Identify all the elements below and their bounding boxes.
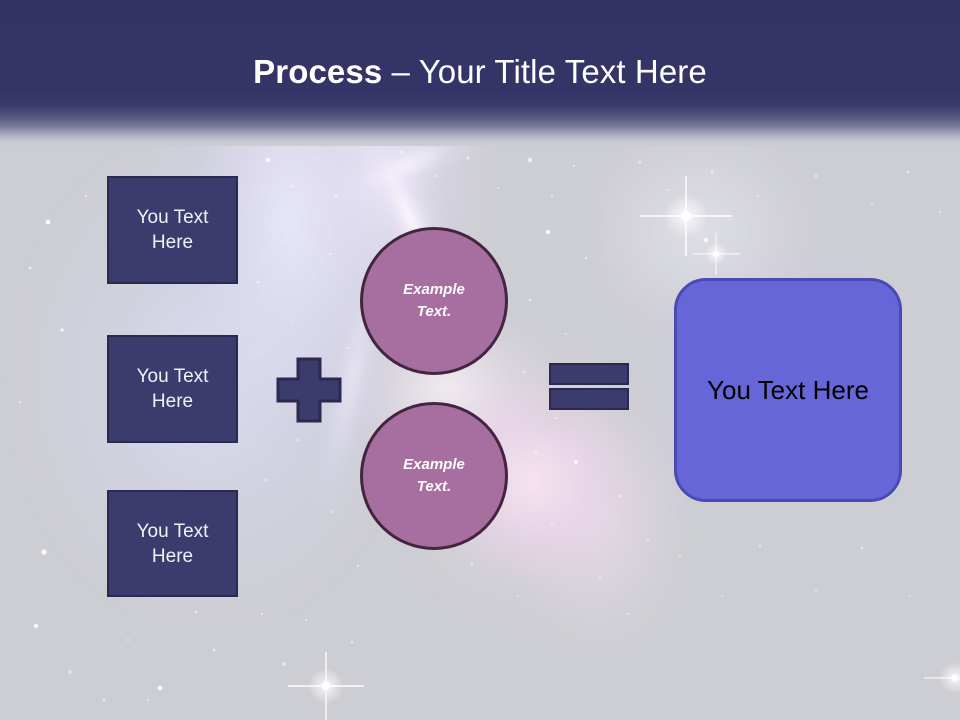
- plus-icon: [276, 357, 342, 423]
- equals-bar-bottom: [549, 388, 629, 410]
- result-box-label: You Text Here: [707, 375, 869, 405]
- equals-icon: [549, 363, 629, 410]
- input-box-3-label: You Text Here: [136, 520, 209, 567]
- page-title-bold: Process: [253, 53, 383, 90]
- input-box-1[interactable]: You Text Here: [107, 176, 238, 284]
- input-box-2[interactable]: You Text Here: [107, 335, 238, 443]
- input-box-2-label: You Text Here: [136, 366, 209, 412]
- factor-circle-1-line2: Text.: [416, 303, 452, 320]
- input-box-1-label: You Text Here: [136, 207, 209, 253]
- factor-circle-2-line2: Text.: [416, 478, 452, 495]
- page-title: Process – Your Title Text Here: [0, 52, 960, 92]
- result-box[interactable]: You Text Here: [674, 278, 902, 502]
- factor-circle-2-line1: Example: [403, 456, 465, 473]
- factor-circle-1-line1: Example: [403, 281, 465, 298]
- page-title-regular: Your Title Text Here: [418, 53, 707, 90]
- equals-bar-top: [549, 363, 629, 385]
- page-title-separator: –: [382, 53, 419, 90]
- slide-header-band: [0, 0, 960, 146]
- input-box-3[interactable]: You Text Here: [107, 490, 238, 597]
